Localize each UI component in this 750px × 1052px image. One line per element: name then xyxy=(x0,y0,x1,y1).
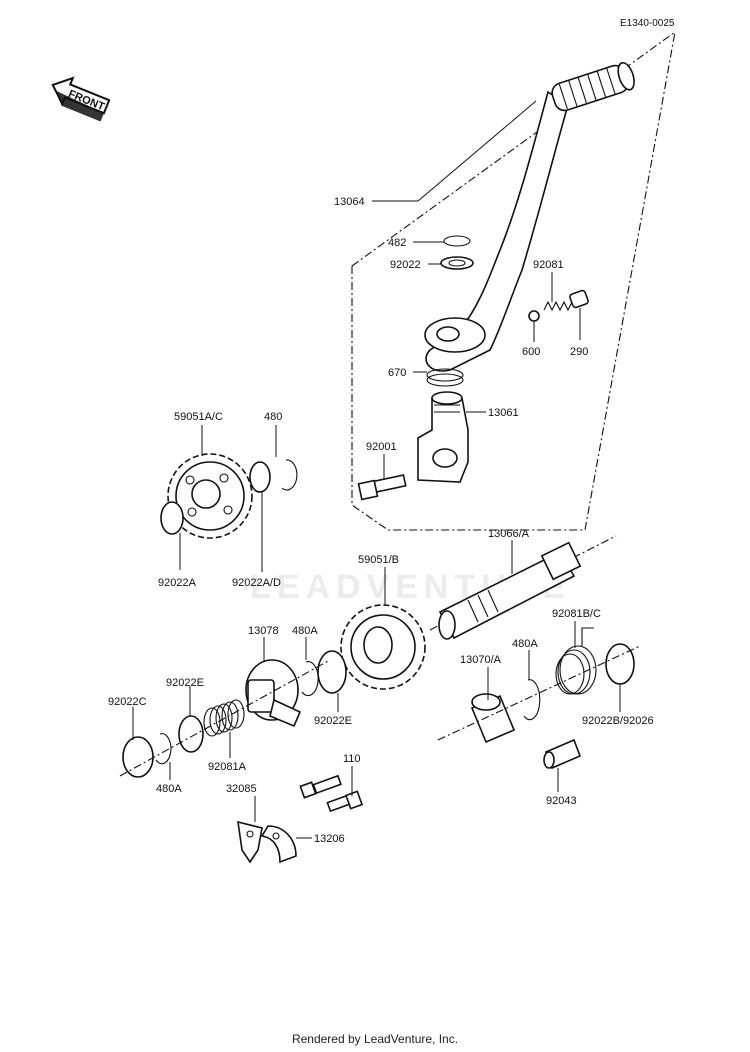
ball-600 xyxy=(528,310,540,322)
ratchet-13078 xyxy=(245,659,302,728)
label-13064: 13064 xyxy=(334,196,365,208)
washer-92022e-left xyxy=(178,715,204,753)
label-92022b-92026: 92022B/92026 xyxy=(582,715,654,727)
label-59051b: 59051/B xyxy=(358,554,399,566)
label-13061: 13061 xyxy=(488,407,519,419)
washer-92022ad xyxy=(249,461,271,493)
leader-lines xyxy=(132,100,621,839)
bolt-110-lower xyxy=(326,790,364,813)
label-92043: 92043 xyxy=(546,795,577,807)
label-670: 670 xyxy=(388,367,406,379)
label-92022a: 92022A xyxy=(158,577,197,589)
circlip-482 xyxy=(443,235,471,247)
label-480: 480 xyxy=(264,411,282,423)
ring-670 xyxy=(426,368,464,382)
plug-290 xyxy=(569,289,589,309)
washer-92022b xyxy=(605,643,635,685)
diagram-code: E1340-0025 xyxy=(620,18,675,29)
label-92022c: 92022C xyxy=(108,696,147,708)
right-axis-line xyxy=(437,645,641,741)
label-480a-right: 480A xyxy=(512,638,538,650)
washer-92022a xyxy=(160,501,184,535)
bolt-110-upper xyxy=(299,774,342,799)
label-13066a: 13066/A xyxy=(488,528,530,540)
label-600: 600 xyxy=(522,346,540,358)
kick-pedal-arm xyxy=(424,61,635,372)
spring-92081 xyxy=(543,300,573,312)
label-110: 110 xyxy=(343,753,361,765)
label-92081a: 92081A xyxy=(208,761,247,773)
kick-boss-13061 xyxy=(417,391,469,483)
label-92022: 92022 xyxy=(390,259,421,271)
label-92081bc: 92081B/C xyxy=(552,608,601,620)
gear-59051ac xyxy=(167,453,253,539)
label-290: 290 xyxy=(570,346,588,358)
label-59051ac: 59051A/C xyxy=(174,411,223,423)
footer-credit: Rendered by LeadVenture, Inc. xyxy=(291,1032,459,1046)
label-13078: 13078 xyxy=(248,625,279,637)
spring-92081a xyxy=(203,699,245,737)
gear-59051b xyxy=(340,604,426,690)
label-13070a: 13070/A xyxy=(460,654,502,666)
label-92022e-left: 92022E xyxy=(166,677,204,689)
washer-92022c xyxy=(122,736,154,778)
guide-13206 xyxy=(260,825,297,864)
bolt-92001 xyxy=(357,474,407,501)
label-92081: 92081 xyxy=(533,259,564,271)
collar-13070a xyxy=(470,693,516,744)
plate-32085 xyxy=(237,820,263,864)
pin-92043 xyxy=(543,738,582,770)
washer-92022 xyxy=(440,256,474,270)
label-480a-left: 480A xyxy=(156,783,182,795)
label-92022e-right: 92022E xyxy=(314,715,352,727)
label-92001: 92001 xyxy=(366,441,397,453)
label-13206: 13206 xyxy=(314,833,345,845)
label-480a-mid: 480A xyxy=(292,625,318,637)
kick-shaft-13066a xyxy=(429,535,617,640)
gear-axis-line xyxy=(119,659,331,777)
label-482: 482 xyxy=(388,237,406,249)
circlip-480a-right xyxy=(523,679,541,721)
circlip-480 xyxy=(281,459,298,491)
label-32085: 32085 xyxy=(226,783,257,795)
label-92022ad: 92022A/D xyxy=(232,577,281,589)
callout-labels: 13064 482 92022 92081 600 290 670 13061 … xyxy=(108,196,654,845)
front-arrow-icon: FRONT xyxy=(51,76,111,122)
circlip-480a-left xyxy=(155,733,172,765)
spring-92081bc xyxy=(555,627,597,695)
circlip-480a-mid xyxy=(301,661,319,697)
washer-92022e-right xyxy=(317,650,347,694)
